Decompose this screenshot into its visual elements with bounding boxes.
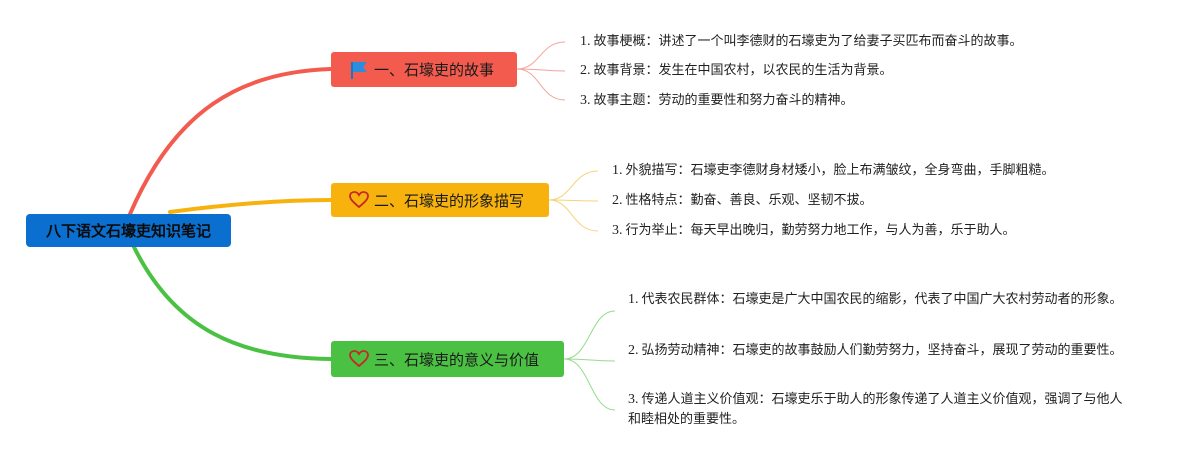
connector-root-branch2 xyxy=(168,198,333,214)
heart-icon xyxy=(348,349,370,369)
flag-icon xyxy=(348,60,370,80)
leaf-number: 3. xyxy=(612,223,623,238)
leaf-text: 故事背景：发生在中国农村，以农民的生活为背景。 xyxy=(593,63,893,78)
connector-branch1-leaf2 xyxy=(516,68,566,72)
branch-label-story: 一、石壕吏的故事 xyxy=(374,61,495,79)
leaf-text: 故事主题：劳动的重要性和努力奋斗的精神。 xyxy=(593,93,854,108)
connector-branch1-leaf3 xyxy=(516,68,566,101)
leaf-text: 传递人道主义价值观：石壕吏乐于助人的形象传递了人道主义价值观，强调了与他人和睦相… xyxy=(628,392,1123,427)
connector-branch3-leaf3 xyxy=(563,358,616,411)
branch-label-meaning: 三、石壕吏的意义与价值 xyxy=(374,350,540,369)
branch-node-story[interactable]: 一、石壕吏的故事 xyxy=(331,52,517,87)
leaf-text: 性格特点：勤奋、善良、乐观、坚韧不拔。 xyxy=(625,193,873,208)
leaf-image-1[interactable]: 1.外貌描写：石壕吏李德财身材矮小，脸上布满皱纹，全身弯曲，手脚粗糙。 xyxy=(612,161,1055,181)
leaf-text: 故事梗概：讲述了一个叫李德财的石壕吏为了给妻子买匹布而奋斗的故事。 xyxy=(593,34,1023,49)
leaf-number: 3. xyxy=(580,93,591,108)
leaf-image-2[interactable]: 2.性格特点：勤奋、善良、乐观、坚韧不拔。 xyxy=(612,191,873,211)
root-node[interactable]: 八下语文石壕吏知识笔记 xyxy=(26,214,231,247)
leaf-story-1[interactable]: 1.故事梗概：讲述了一个叫李德财的石壕吏为了给妻子买匹布而奋斗的故事。 xyxy=(580,32,1023,52)
connector-branch3-leaf2 xyxy=(563,358,616,362)
leaf-meaning-2[interactable]: 2.弘扬劳动精神：石壕吏的故事鼓励人们勤劳努力，坚持奋斗，展现了劳动的重要性。 xyxy=(628,341,1124,361)
leaf-number: 1. xyxy=(580,34,591,49)
branch-node-image[interactable]: 二、石壕吏的形象描写 xyxy=(331,183,549,217)
connector-branch2-leaf1 xyxy=(548,170,599,201)
leaf-meaning-1[interactable]: 1.代表农民群体：石壕吏是广大中国农民的缩影，代表了中国广大农村劳动者的形象。 xyxy=(628,290,1124,310)
leaf-text: 弘扬劳动精神：石壕吏的故事鼓励人们勤劳努力，坚持奋斗，展现了劳动的重要性。 xyxy=(641,343,1123,358)
root-label: 八下语文石壕吏知识笔记 xyxy=(45,222,211,240)
leaf-text: 外貌描写：石壕吏李德财身材矮小，脸上布满皱纹，全身弯曲，手脚粗糙。 xyxy=(625,163,1055,178)
connector-branch2-leaf2 xyxy=(548,199,599,202)
branch-node-meaning[interactable]: 三、石壕吏的意义与价值 xyxy=(331,341,564,377)
connector-branch3-leaf1 xyxy=(563,310,616,360)
leaf-image-3[interactable]: 3.行为举止：每天早出晚归，勤劳努力地工作，与人为善，乐于助人。 xyxy=(612,221,1016,241)
branch-label-image: 二、石壕吏的形象描写 xyxy=(374,191,525,210)
heart-icon xyxy=(348,190,370,210)
connector-branch1-leaf1 xyxy=(516,41,566,70)
leaf-number: 1. xyxy=(612,163,623,178)
leaf-text: 行为举止：每天早出晚归，勤劳努力地工作，与人为善，乐于助人。 xyxy=(625,223,1016,238)
leaf-text: 代表农民群体：石壕吏是广大中国农民的缩影，代表了中国广大农村劳动者的形象。 xyxy=(641,292,1123,307)
connector-branch2-leaf3 xyxy=(548,199,599,232)
leaf-number: 1. xyxy=(628,292,639,307)
connector-root-branch3 xyxy=(132,245,333,361)
connector-root-branch1 xyxy=(128,67,333,216)
leaf-number: 3. xyxy=(628,392,639,407)
leaf-meaning-3[interactable]: 3.传递人道主义价值观：石壕吏乐于助人的形象传递了人道主义价值观，强调了与他人和… xyxy=(628,390,1124,430)
leaf-number: 2. xyxy=(580,63,591,78)
leaf-number: 2. xyxy=(628,343,639,358)
leaf-story-3[interactable]: 3.故事主题：劳动的重要性和努力奋斗的精神。 xyxy=(580,91,854,111)
leaf-story-2[interactable]: 2.故事背景：发生在中国农村，以农民的生活为背景。 xyxy=(580,61,893,81)
leaf-number: 2. xyxy=(612,193,623,208)
